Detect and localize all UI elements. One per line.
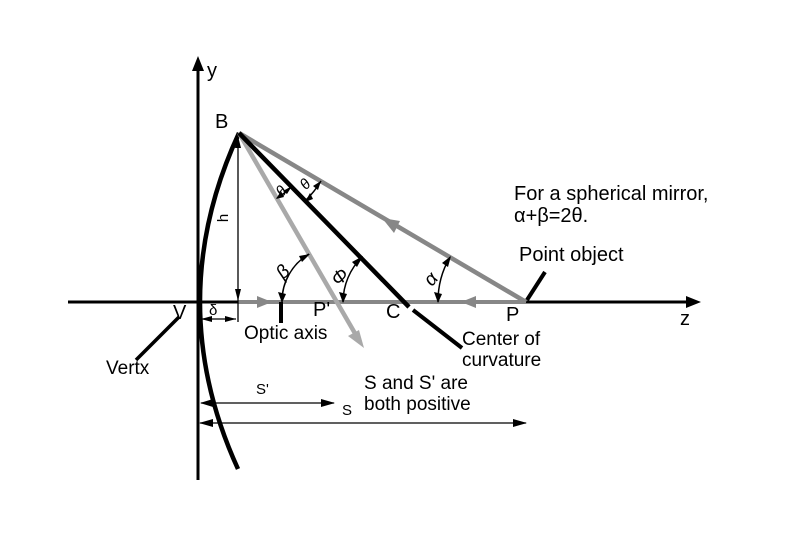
- point-object-label: Point object: [519, 244, 624, 266]
- s-label: S: [342, 402, 353, 419]
- y-axis-label: y: [207, 60, 217, 82]
- s-prime-right-arrowhead-icon: [321, 399, 335, 407]
- sign-convention-note-line2: both positive: [364, 393, 471, 415]
- axial-ray-left-arrowhead-icon: [461, 296, 476, 308]
- delta-label: δ: [209, 302, 218, 319]
- reflected-ray-arrowhead-icon: [348, 330, 364, 348]
- h-label: h: [214, 213, 232, 223]
- delta-left-arrowhead-icon: [201, 316, 212, 322]
- h-dim-top-arrowhead-icon: [235, 136, 241, 148]
- phi-arc-bottom-arrowhead-icon: [339, 292, 347, 303]
- point-p-label: P: [506, 304, 520, 326]
- point-object-pointer: [525, 270, 547, 302]
- spherical-mirror-note-line1: For a spherical mirror,: [514, 183, 709, 205]
- s-left-arrowhead-icon: [199, 419, 213, 427]
- point-c-label: C: [386, 301, 401, 323]
- incident-ray: [237, 131, 528, 304]
- axial-ray-right-arrowhead-icon: [257, 296, 272, 308]
- z-axis-label: z: [680, 308, 690, 330]
- mirror-curve: [197, 132, 242, 470]
- reflected-ray: [237, 131, 362, 344]
- sign-convention-note-line1: S and S' are: [364, 373, 468, 394]
- vertex-label: Vertx: [106, 358, 150, 379]
- center-of-curvature-label: Center of curvature: [462, 329, 542, 372]
- spherical-mirror-note-line2: α+β=2θ.: [514, 205, 589, 227]
- delta-right-arrowhead-icon: [225, 316, 236, 322]
- z-axis-arrowhead-icon: [686, 296, 701, 308]
- point-v-label: V: [173, 302, 187, 324]
- vertex-pointer: [134, 315, 181, 362]
- s-right-arrowhead-icon: [513, 419, 527, 427]
- incident-ray-arrowhead-icon: [382, 218, 400, 233]
- optic-axis-label: Optic axis: [244, 323, 328, 344]
- normal-line: [237, 131, 411, 309]
- s-prime-label: S': [256, 381, 269, 398]
- theta-upper-arc-right-arrowhead-icon: [283, 186, 292, 194]
- theta-upper-arc-left-arrowhead-icon: [276, 191, 284, 199]
- center-of-curvature-line1: Center of: [462, 329, 541, 350]
- theta-lower-arc-right-arrowhead-icon: [313, 181, 321, 190]
- beta-arc-top-arrowhead-icon: [299, 254, 310, 262]
- theta-lower-arc-left-arrowhead-icon: [305, 193, 313, 202]
- center-of-curvature-line2: curvature: [462, 349, 542, 371]
- beta-arc-bottom-arrowhead-icon: [278, 292, 286, 303]
- alpha-arc-top-arrowhead-icon: [442, 256, 451, 267]
- sign-convention-note: S and S' are both positive: [364, 373, 471, 416]
- y-axis-arrowhead-icon: [192, 56, 204, 71]
- center-of-curvature-pointer: [411, 308, 464, 350]
- alpha-arc-bottom-arrowhead-icon: [434, 292, 442, 303]
- phi-arc-top-arrowhead-icon: [352, 256, 363, 267]
- h-dim-bottom-arrowhead-icon: [235, 289, 241, 301]
- point-p-prime-label: P': [313, 299, 331, 321]
- point-b-label: B: [215, 111, 229, 133]
- spherical-mirror-note: For a spherical mirror, α+β=2θ.: [514, 183, 709, 227]
- s-prime-left-arrowhead-icon: [200, 399, 213, 407]
